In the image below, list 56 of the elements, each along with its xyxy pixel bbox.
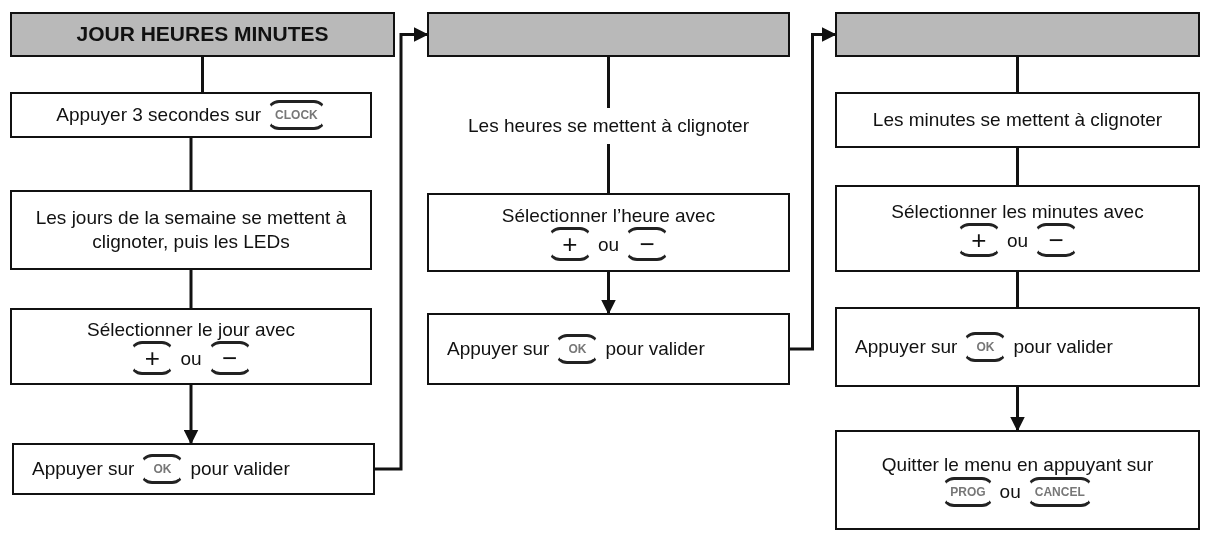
- step-text: Appuyer sur: [32, 457, 135, 481]
- keypad-key: OK: [140, 454, 185, 484]
- step-text: pour valider: [190, 457, 290, 481]
- keypad-key: +: [547, 227, 592, 262]
- step-box: [835, 430, 1200, 530]
- arrow: [790, 27, 837, 351]
- arrow: [375, 27, 429, 471]
- keypad-key: CLOCK: [267, 100, 326, 130]
- connector-line: [189, 138, 193, 190]
- step-text: Appuyer 3 secondes sur: [56, 103, 262, 127]
- keypad-key: −: [625, 227, 670, 262]
- header-bar: [10, 12, 395, 57]
- connector-line: [1016, 57, 1019, 92]
- step-text: pour valider: [605, 337, 705, 361]
- header-bar: [427, 12, 790, 57]
- connector-line: [201, 57, 204, 92]
- step-box: [427, 313, 790, 385]
- arrow: [1010, 387, 1025, 432]
- keypad-key: OK: [963, 332, 1008, 362]
- keypad-key: +: [956, 223, 1001, 258]
- step-text: ou: [999, 480, 1021, 504]
- step-text: Quitter le menu en appuyant sur: [881, 453, 1154, 477]
- step-text: Sélectionner les minutes avec: [891, 199, 1144, 224]
- step-text: ou: [1006, 228, 1029, 253]
- step-text: ou: [597, 232, 620, 257]
- step-box: [427, 193, 790, 272]
- step-box: [10, 190, 372, 270]
- step-box: [835, 92, 1200, 148]
- keypad-key: OK: [555, 334, 600, 364]
- keypad-key: PROG: [942, 476, 994, 507]
- step-box: [10, 308, 372, 385]
- step-box: [835, 307, 1200, 387]
- arrow: [183, 385, 199, 445]
- step-text: Appuyer sur: [855, 335, 958, 359]
- connector-line: [607, 57, 610, 108]
- step-text: ou: [180, 346, 202, 371]
- connector-line: [1016, 148, 1019, 185]
- step-text: Les minutes se mettent à clignoter: [872, 108, 1163, 132]
- keypad-key: −: [1034, 223, 1079, 258]
- keypad-key: +: [130, 341, 175, 376]
- arrow: [601, 272, 616, 315]
- header-title: JOUR HEURES MINUTES: [76, 21, 329, 48]
- step-text: Sélectionner le jour avec: [86, 317, 296, 342]
- step-box: [835, 185, 1200, 272]
- connector-line: [189, 270, 193, 308]
- keypad-key: −: [207, 341, 252, 376]
- step-box: [12, 443, 375, 495]
- header-bar: [835, 12, 1200, 57]
- step-text: Appuyer sur: [447, 337, 550, 361]
- step-text: pour valider: [1013, 335, 1113, 359]
- step-text: Les jours de la semaine se mettent à clignoter, puis les LEDs: [34, 206, 348, 254]
- connector-line: [607, 144, 610, 193]
- step-text: Sélectionner l’heure avec: [501, 203, 716, 228]
- connector-line: [1016, 272, 1019, 307]
- step-box: [10, 92, 372, 138]
- keypad-key: CANCEL: [1026, 476, 1093, 507]
